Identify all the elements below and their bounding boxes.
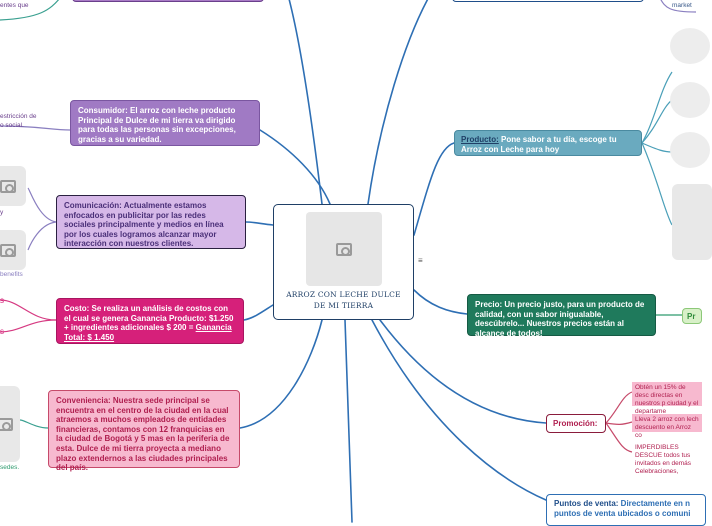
link-conveniencia [239, 319, 323, 429]
costo-total: Ganancia Total: $ 1.450 [64, 323, 232, 342]
fragment-s2: s [0, 327, 4, 336]
consumidor-node[interactable]: Consumidor: El arroz con leche producto … [70, 100, 260, 146]
promo-item-1[interactable]: Obtén un 15% de desc directas en nuestro… [632, 382, 702, 415]
camera-icon [0, 417, 13, 431]
link-consumidor [259, 129, 331, 205]
fragment-y: y [0, 209, 4, 216]
left-image-1 [0, 166, 26, 206]
fragment-s1: s [0, 296, 4, 305]
precio-node[interactable]: Precio: Un precio justo, para un product… [467, 294, 656, 338]
puntos-text: Directamente en n puntos de venta ubicad… [554, 499, 691, 518]
link-precio [413, 289, 468, 315]
link-top-right [367, 0, 429, 205]
camera-icon [0, 179, 16, 193]
fragment-market: market [672, 2, 692, 9]
precio-child-node[interactable]: Pr [682, 308, 702, 324]
link-puntos [371, 319, 547, 501]
promo-item-2[interactable]: Lleva 2 arroz con lech descuento en Arro… [632, 414, 702, 439]
link-producto [413, 142, 455, 236]
promocion-node[interactable]: Promoción: [546, 414, 606, 433]
fragment-benefits: benefits [0, 271, 23, 278]
comunicacion-node[interactable]: Comunicación: Actualmente estamos enfoca… [56, 195, 246, 249]
central-title: ARROZ CON LECHE DULCE DE MI TIERRA [286, 290, 401, 310]
left-image-3 [0, 386, 20, 462]
fragment-social: o social. [0, 122, 24, 129]
puntos-venta-node[interactable]: Puntos de venta: Directamente en n punto… [546, 494, 706, 526]
camera-icon [336, 242, 352, 256]
menu-icon[interactable]: ≡ [418, 256, 423, 265]
fragment-restriccion: estricción de [0, 113, 37, 120]
promo-item-3[interactable]: IMPERDIBLES DESCUE todos tus invitados e… [635, 444, 692, 476]
top-right-partial-node[interactable] [452, 0, 644, 2]
central-topic[interactable]: ARROZ CON LECHE DULCE DE MI TIERRA [273, 204, 414, 320]
link-bottom [344, 319, 353, 523]
central-image-placeholder [306, 212, 382, 286]
producto-text: Pone sabor a tu día, escoge tu Arroz con… [461, 135, 617, 154]
link-comunicacion [245, 221, 274, 226]
link-costo [243, 304, 274, 321]
camera-icon [0, 243, 16, 257]
puntos-label: Puntos de venta: [554, 499, 619, 508]
left-image-2 [0, 230, 26, 270]
fragment-top-left: entes que [0, 2, 29, 9]
image-placeholder-4 [672, 184, 712, 260]
image-placeholder-2 [670, 82, 710, 118]
costo-text: Costo: Se realiza un análisis de costos … [64, 304, 234, 333]
image-placeholder-1 [670, 28, 710, 64]
producto-node[interactable]: Producto: Pone sabor a tu día, escoge tu… [454, 130, 642, 156]
costo-node[interactable]: Costo: Se realiza un análisis de costos … [56, 298, 244, 344]
link-top-left [288, 0, 323, 205]
producto-label: Producto: [461, 135, 499, 144]
link-promocion [379, 319, 547, 424]
image-placeholder-3 [670, 132, 710, 168]
conveniencia-node[interactable]: Conveniencia: Nuestra sede principal se … [48, 390, 240, 472]
top-left-partial-node[interactable] [72, 0, 264, 2]
fragment-sedes: sedes. [0, 464, 20, 471]
